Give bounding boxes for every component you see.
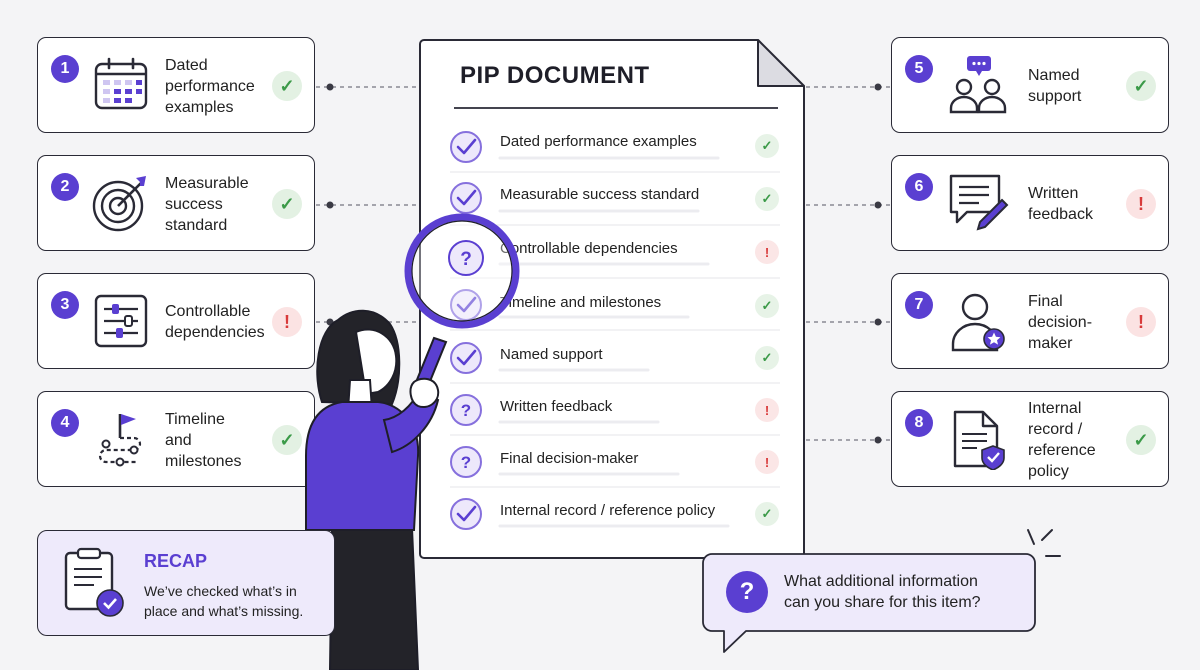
card-number: 8 bbox=[905, 409, 933, 437]
document-title: PIP DOCUMENT bbox=[460, 62, 650, 89]
card-8: 8 Internal record / reference policy ✓ bbox=[891, 391, 1169, 487]
status-ok-icon: ✓ bbox=[755, 502, 779, 526]
sliders-icon bbox=[94, 294, 148, 348]
document-shield-icon bbox=[953, 410, 1005, 470]
doc-row-label: Final decision-maker bbox=[500, 450, 639, 467]
people-chat-icon bbox=[949, 56, 1007, 114]
status-warning-icon: ! bbox=[755, 398, 779, 422]
card-number: 5 bbox=[905, 55, 933, 83]
card-number: 3 bbox=[51, 291, 79, 319]
card-label: Dated performance examples bbox=[165, 56, 255, 116]
card-label: Internal record / reference policy bbox=[1028, 400, 1096, 480]
card-number: 6 bbox=[905, 173, 933, 201]
doc-row-label: Written feedback bbox=[500, 398, 613, 415]
status-ok-icon: ✓ bbox=[755, 134, 779, 158]
doc-row-label: Measurable success standard bbox=[500, 186, 700, 203]
svg-text:?: ? bbox=[460, 249, 472, 270]
target-icon bbox=[92, 176, 146, 232]
bubble-question-text: What additional information can you shar… bbox=[784, 573, 981, 611]
status-ok-icon: ✓ bbox=[755, 187, 779, 211]
card-number: 4 bbox=[51, 409, 79, 437]
recap-title: RECAP bbox=[144, 551, 208, 571]
person-star-icon bbox=[951, 293, 1005, 352]
doc-row-label: Dated performance examples bbox=[500, 133, 697, 150]
card-label: Measurable success standard bbox=[165, 174, 249, 234]
status-ok-icon: ✓ bbox=[1126, 71, 1156, 101]
card-7: 7 Final decision- maker ! bbox=[891, 273, 1169, 369]
status-warning-icon: ! bbox=[272, 307, 302, 337]
card-number: 2 bbox=[51, 173, 79, 201]
doc-row-label: Controllable dependencies bbox=[500, 240, 678, 257]
card-label: Named support bbox=[1028, 67, 1082, 105]
question-mark-icon: ? bbox=[739, 578, 755, 605]
status-ok-icon: ✓ bbox=[755, 346, 779, 370]
status-ok-icon: ✓ bbox=[1126, 425, 1156, 455]
status-ok-icon: ✓ bbox=[272, 425, 302, 455]
card-6: 6 Written feedback ! bbox=[891, 155, 1169, 251]
status-warning-icon: ! bbox=[1126, 189, 1156, 219]
svg-text:?: ? bbox=[461, 401, 471, 420]
status-ok-icon: ✓ bbox=[272, 71, 302, 101]
status-warning-icon: ! bbox=[1126, 307, 1156, 337]
status-warning-icon: ! bbox=[755, 450, 779, 474]
card-2: 2 Measurable success standard ✓ bbox=[37, 155, 315, 251]
clipboard-check-icon bbox=[64, 547, 124, 617]
feedback-pen-icon bbox=[949, 174, 1009, 231]
card-label: Written feedback bbox=[1028, 185, 1093, 223]
recap-text: We’ve checked what’s in place and what’s… bbox=[144, 583, 304, 619]
card-number: 1 bbox=[51, 55, 79, 83]
card-3: 3 Controllable dependencies ! bbox=[37, 273, 315, 369]
calendar-icon bbox=[94, 57, 148, 110]
doc-row-label: Named support bbox=[500, 346, 603, 363]
status-ok-icon: ✓ bbox=[272, 189, 302, 219]
doc-row-label: Timeline and milestones bbox=[500, 294, 662, 311]
card-number: 7 bbox=[905, 291, 933, 319]
recap-panel: RECAP We’ve checked what’s in place and … bbox=[37, 530, 335, 636]
card-5: 5 Named support ✓ bbox=[891, 37, 1169, 133]
doc-row-label: Internal record / reference policy bbox=[500, 502, 716, 519]
card-4: 4 Timeline and milestones ✓ bbox=[37, 391, 315, 487]
card-label: Final decision- maker bbox=[1028, 292, 1093, 352]
status-ok-icon: ✓ bbox=[755, 294, 779, 318]
card-1: 1 Dated performance examples ✓ bbox=[37, 37, 315, 133]
status-warning-icon: ! bbox=[755, 240, 779, 264]
flag-path-icon bbox=[98, 414, 142, 467]
card-label: Controllable dependencies bbox=[165, 303, 265, 341]
pip-document: ? ? bbox=[419, 39, 805, 559]
card-label: Timeline and milestones bbox=[165, 410, 242, 470]
svg-text:?: ? bbox=[461, 453, 471, 472]
